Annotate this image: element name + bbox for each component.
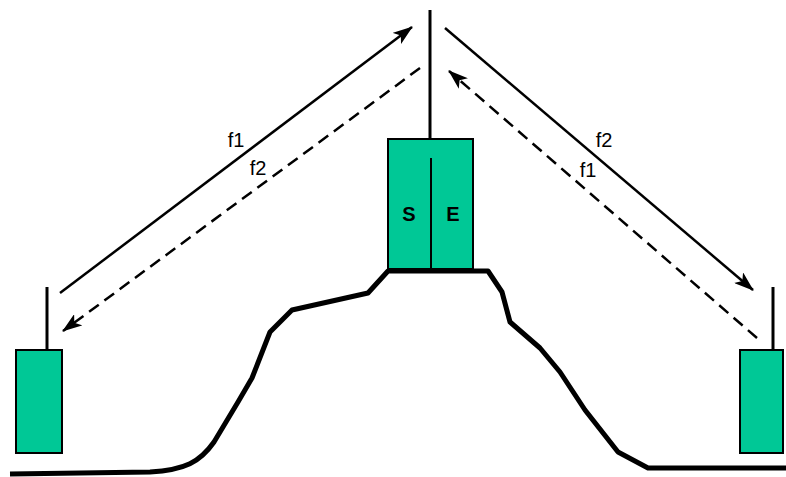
section-letter: E	[446, 204, 459, 224]
frequency-label: f1	[578, 160, 599, 180]
signal-arrow	[60, 27, 412, 293]
signal-arrow	[449, 71, 757, 338]
signal-arrow	[445, 28, 753, 290]
antenna	[772, 287, 775, 350]
frequency-label: f1	[226, 130, 247, 150]
hill	[10, 271, 786, 474]
divider-line	[430, 158, 432, 268]
section-letter: S	[402, 204, 415, 224]
radio-right	[740, 350, 783, 453]
radio-left	[16, 350, 62, 453]
signal-arrow	[63, 68, 420, 331]
antenna	[46, 287, 49, 350]
repeater-box: SE	[387, 138, 474, 270]
antenna	[429, 10, 432, 140]
frequency-label: f2	[248, 158, 269, 178]
frequency-label: f2	[594, 130, 615, 150]
